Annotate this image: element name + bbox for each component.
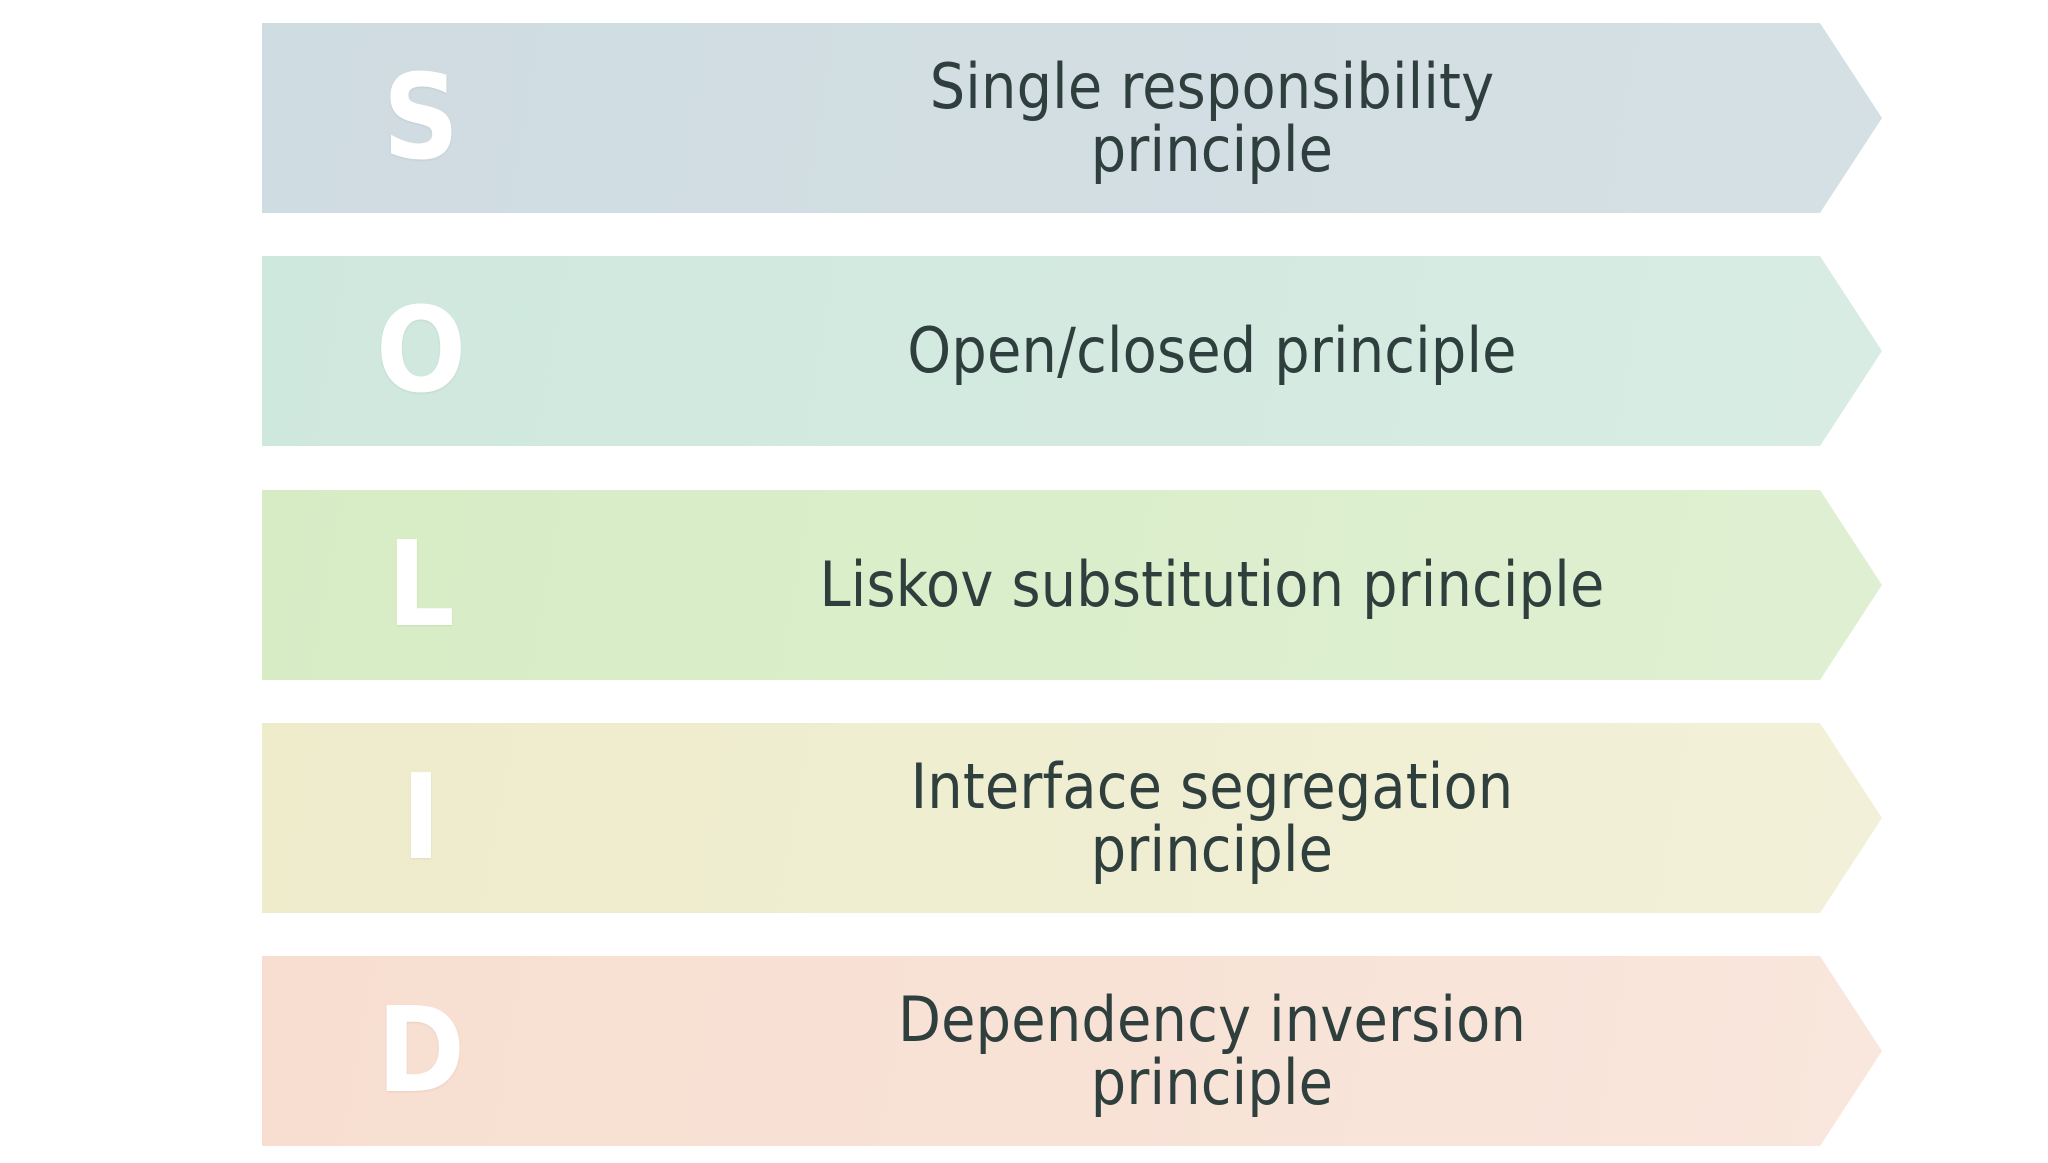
- principle-text-banner: Liskov substitution principle: [262, 490, 1882, 680]
- principle-letter: D: [376, 981, 466, 1119]
- principle-row[interactable]: Interface segregation principle I: [0, 705, 2048, 930]
- principle-label: Open/closed principle: [907, 314, 1517, 388]
- principle-text-banner: Single responsibility principle: [262, 23, 1882, 213]
- principle-row[interactable]: Open/closed principle O: [0, 238, 2048, 463]
- principle-label: Liskov substitution principle: [819, 548, 1605, 622]
- principle-letter-chevron: S: [195, 15, 595, 219]
- principle-text-banner: Open/closed principle: [262, 256, 1882, 446]
- principle-row[interactable]: Dependency inversion principle D: [0, 938, 2048, 1163]
- principle-letter: L: [387, 515, 455, 653]
- principle-text-banner: Dependency inversion principle: [262, 956, 1882, 1146]
- principle-letter: O: [375, 281, 467, 419]
- principle-letter-chevron: D: [195, 948, 595, 1152]
- principle-letter: I: [401, 748, 441, 886]
- principle-letter: S: [382, 48, 460, 186]
- principle-text-banner: Interface segregation principle: [262, 723, 1882, 913]
- principle-label: Dependency inversion principle: [897, 982, 1527, 1119]
- principle-letter-chevron: L: [195, 482, 595, 686]
- principle-letter-chevron: I: [195, 715, 595, 919]
- principle-row[interactable]: Liskov substitution principle L: [0, 472, 2048, 697]
- principle-letter-chevron: O: [195, 248, 595, 452]
- principle-label: Interface segregation principle: [910, 749, 1514, 886]
- principle-label: Single responsibility principle: [929, 49, 1495, 186]
- principle-row[interactable]: Single responsibility principle S: [0, 5, 2048, 230]
